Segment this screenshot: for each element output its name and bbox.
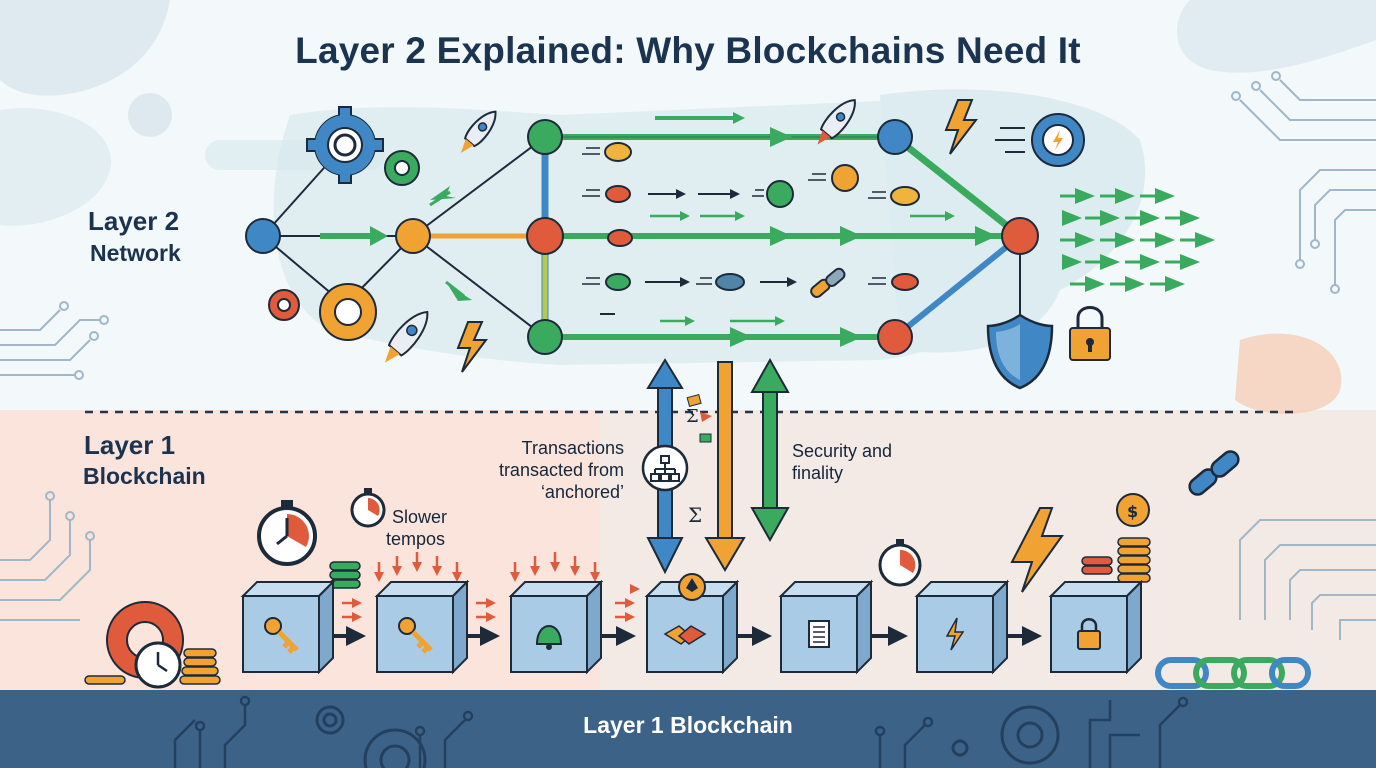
bidirectional-green-arrow (750, 357, 790, 543)
base-bar-label: Layer 1 Blockchain (583, 712, 793, 738)
layer2-label-sub: Network (90, 240, 181, 266)
padlock-icon (1077, 618, 1101, 650)
base-bar (0, 690, 1376, 768)
security-note-line2: finality (792, 463, 844, 483)
anchored-note-line1: Transactions (521, 438, 624, 458)
rocket-icon (384, 310, 429, 363)
block-4 (644, 579, 740, 675)
sigma-icon: Σ (686, 406, 699, 427)
gear-icon (319, 283, 377, 341)
gear-icon (268, 289, 300, 321)
gear-icon (1031, 113, 1085, 167)
rocket-icon (460, 110, 497, 153)
stopwatch-icon (257, 500, 317, 566)
block-3 (508, 579, 604, 675)
gear-icon (306, 106, 384, 184)
ethereum-icon (766, 180, 794, 208)
coin-icon (605, 273, 631, 291)
block-7 (1048, 579, 1144, 675)
coin-icon (604, 142, 632, 162)
chain-link-icon (810, 267, 846, 298)
gear-icon (384, 150, 420, 186)
handshake-icon (663, 625, 707, 645)
stopwatch-icon (878, 539, 922, 587)
speed-lines (995, 127, 1025, 153)
stopwatch-icon (350, 488, 386, 528)
transaction-lanes (582, 142, 955, 326)
coin-icon (607, 229, 633, 247)
block-5 (778, 579, 874, 675)
anchored-note-line3: ‘anchored’ (540, 482, 624, 502)
chain-link-icon (1155, 657, 1311, 689)
base-circuit-traces (173, 695, 1189, 768)
coin-icon (715, 273, 745, 291)
stopwatch-icon (134, 641, 182, 689)
layer2-label: Layer 2 (88, 206, 180, 236)
ethereum-icon (678, 573, 706, 601)
down-orange-arrow (704, 361, 746, 572)
coin-icon: $ (1116, 493, 1150, 527)
base-gears (315, 705, 1060, 768)
key-icon (264, 617, 299, 654)
shield-icon (986, 313, 1054, 390)
throughput-arrows (1062, 188, 1215, 292)
layer1-blocks (240, 573, 1144, 675)
key-icon (398, 617, 433, 654)
lightning-icon (945, 617, 965, 651)
coin-icon (891, 273, 919, 291)
anchor-arrows: Σ Σ (641, 357, 790, 575)
rocket-icon (817, 99, 856, 145)
lightning-icon (1010, 507, 1064, 593)
padlock-icon (1069, 306, 1111, 361)
layer1-label-sub: Blockchain (83, 463, 206, 489)
document-icon (808, 620, 830, 648)
block-1 (240, 579, 336, 675)
coin-icon (605, 185, 631, 203)
coin-icon (890, 186, 920, 206)
anchored-note-line2: transacted from (498, 460, 624, 480)
circuit-traces (0, 71, 1376, 640)
slow-note-line1: Slower (392, 507, 448, 527)
block-6 (914, 579, 1010, 675)
svg-text:$: $ (1127, 502, 1138, 521)
layer1-label: Layer 1 (84, 430, 176, 460)
sigma-icon: Σ (688, 503, 702, 527)
coin-stack-icon (329, 561, 361, 589)
bell-icon (535, 625, 563, 650)
coin-stack-icon (84, 648, 221, 685)
slow-note-line2: tempos (386, 529, 446, 549)
lightning-icon (456, 321, 488, 373)
coin-stack-icon (1081, 537, 1151, 583)
block-2 (374, 579, 470, 675)
security-note-line1: Security and (792, 441, 893, 461)
hierarchy-icon (641, 444, 689, 492)
lightning-icon (944, 99, 979, 155)
chain-link-icon (1188, 450, 1240, 496)
layer1-decor: $ (84, 450, 1311, 689)
page-title: Layer 2 Explained: Why Blockchains Need … (295, 30, 1081, 71)
ethereum-icon (831, 164, 859, 192)
